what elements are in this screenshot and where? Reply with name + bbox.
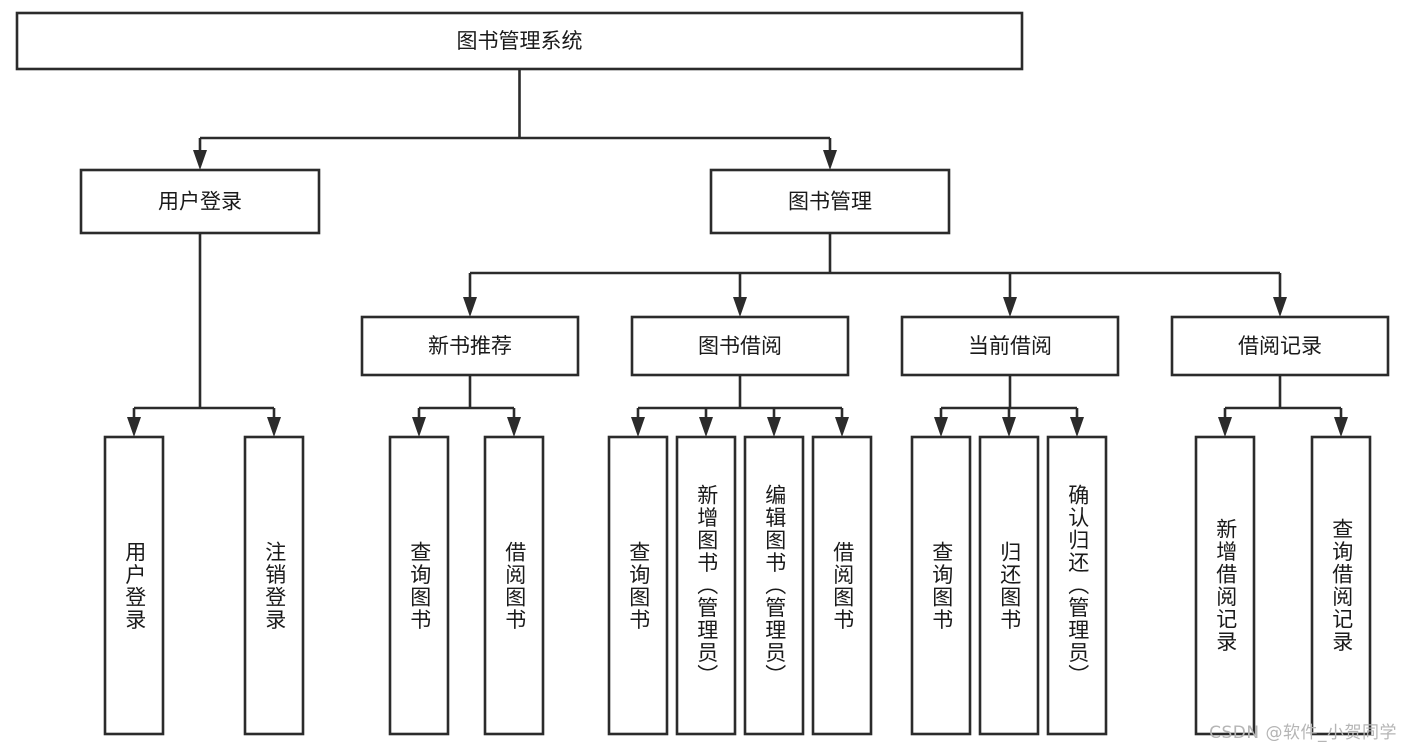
leaf-node-box-9[interactable] xyxy=(978,435,1040,736)
node-level3-box-2[interactable] xyxy=(900,315,1120,377)
arrow-head-icon xyxy=(463,297,477,317)
connectors-layer xyxy=(127,69,1348,437)
node-level2-label-0: 用户登录 xyxy=(158,190,242,214)
arrow-head-icon xyxy=(733,297,747,317)
arrow-head-icon xyxy=(1003,297,1017,317)
arrow-head-icon xyxy=(507,417,521,437)
node-level3-label-3: 借阅记录 xyxy=(1238,334,1322,358)
leaf-node-box-1[interactable] xyxy=(243,435,305,736)
arrow-head-icon xyxy=(934,417,948,437)
arrow-head-icon xyxy=(823,150,837,170)
leaf-node-box-5[interactable] xyxy=(675,435,737,736)
arrow-head-icon xyxy=(267,417,281,437)
watermark-text: CSDN @软件_小贺同学 xyxy=(1209,723,1397,743)
node-level2-label-1: 图书管理 xyxy=(788,190,872,214)
boxes-layer xyxy=(15,11,1390,736)
leaf-node-box-8[interactable] xyxy=(910,435,972,736)
arrow-head-icon xyxy=(127,417,141,437)
node-root-box[interactable] xyxy=(15,11,1024,71)
leaf-node-box-4[interactable] xyxy=(607,435,669,736)
node-level3-box-3[interactable] xyxy=(1170,315,1390,377)
node-level2-box-1[interactable] xyxy=(709,168,951,235)
leaf-node-box-12[interactable] xyxy=(1310,435,1372,736)
leaf-node-box-6[interactable] xyxy=(743,435,805,736)
arrow-head-icon xyxy=(412,417,426,437)
arrow-head-icon xyxy=(699,417,713,437)
arrow-head-icon xyxy=(1334,417,1348,437)
node-level3-label-2: 当前借阅 xyxy=(968,334,1052,358)
leaf-node-box-7[interactable] xyxy=(811,435,873,736)
arrow-head-icon xyxy=(1070,417,1084,437)
arrow-head-icon xyxy=(1218,417,1232,437)
arrow-head-icon xyxy=(1273,297,1287,317)
arrow-head-icon xyxy=(835,417,849,437)
leaf-node-box-11[interactable] xyxy=(1194,435,1256,736)
node-level3-label-1: 图书借阅 xyxy=(698,334,782,358)
node-root-label: 图书管理系统 xyxy=(457,29,583,53)
node-level3-box-0[interactable] xyxy=(360,315,580,377)
node-level2-box-0[interactable] xyxy=(79,168,321,235)
node-level3-label-0: 新书推荐 xyxy=(428,334,512,358)
node-level3-box-1[interactable] xyxy=(630,315,850,377)
leaf-node-box-0[interactable] xyxy=(103,435,165,736)
leaf-node-box-2[interactable] xyxy=(388,435,450,736)
arrow-head-icon xyxy=(1002,417,1016,437)
arrow-head-icon xyxy=(631,417,645,437)
arrow-head-icon xyxy=(193,150,207,170)
leaf-node-box-3[interactable] xyxy=(483,435,545,736)
leaf-node-box-10[interactable] xyxy=(1046,435,1108,736)
arrow-head-icon xyxy=(767,417,781,437)
